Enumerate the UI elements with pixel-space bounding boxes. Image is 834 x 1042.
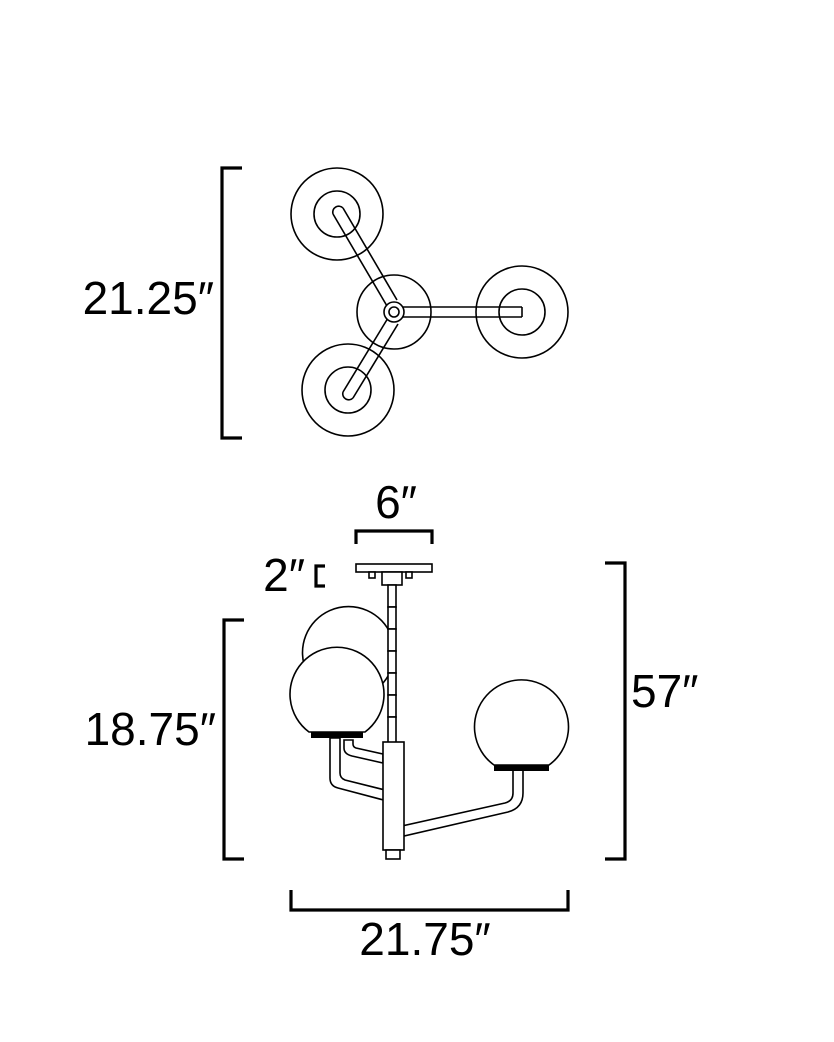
canopy-height-bracket xyxy=(314,564,325,588)
arm-bottom-left xyxy=(341,317,399,401)
shade-bottom-left xyxy=(301,343,395,437)
overall-width-label: 21.75″ xyxy=(359,913,490,965)
down-rod xyxy=(387,584,397,744)
shade-right xyxy=(475,265,569,359)
overall-width-bracket xyxy=(289,890,570,912)
canopy-width-label: 6″ xyxy=(375,476,417,528)
arm-back-left xyxy=(343,739,384,765)
shade-right-side xyxy=(473,679,570,771)
arm-right xyxy=(401,306,523,318)
center-hub xyxy=(383,301,405,323)
top-view-height-bracket xyxy=(220,166,242,440)
overall-height-label: 57″ xyxy=(631,665,698,717)
shade-front-left xyxy=(289,646,385,738)
canopy-plate xyxy=(355,563,433,586)
shade-top-left xyxy=(290,167,384,261)
arm-right-side xyxy=(401,765,524,837)
top-view: 21.25″ xyxy=(83,166,569,440)
center-column xyxy=(382,741,405,860)
canopy-height-label: 2″ xyxy=(263,549,305,601)
overall-height-bracket xyxy=(605,561,627,861)
shade-center xyxy=(356,274,432,350)
top-view-height-label: 21.25″ xyxy=(83,272,214,324)
canopy-width-bracket xyxy=(354,529,434,544)
fixture-height-bracket xyxy=(222,618,244,861)
side-view: 6″ 2″ 18.75″ 57″ 21.75″ xyxy=(85,476,699,965)
fixture-height-label: 18.75″ xyxy=(85,703,216,755)
arm-top-left xyxy=(331,205,398,307)
